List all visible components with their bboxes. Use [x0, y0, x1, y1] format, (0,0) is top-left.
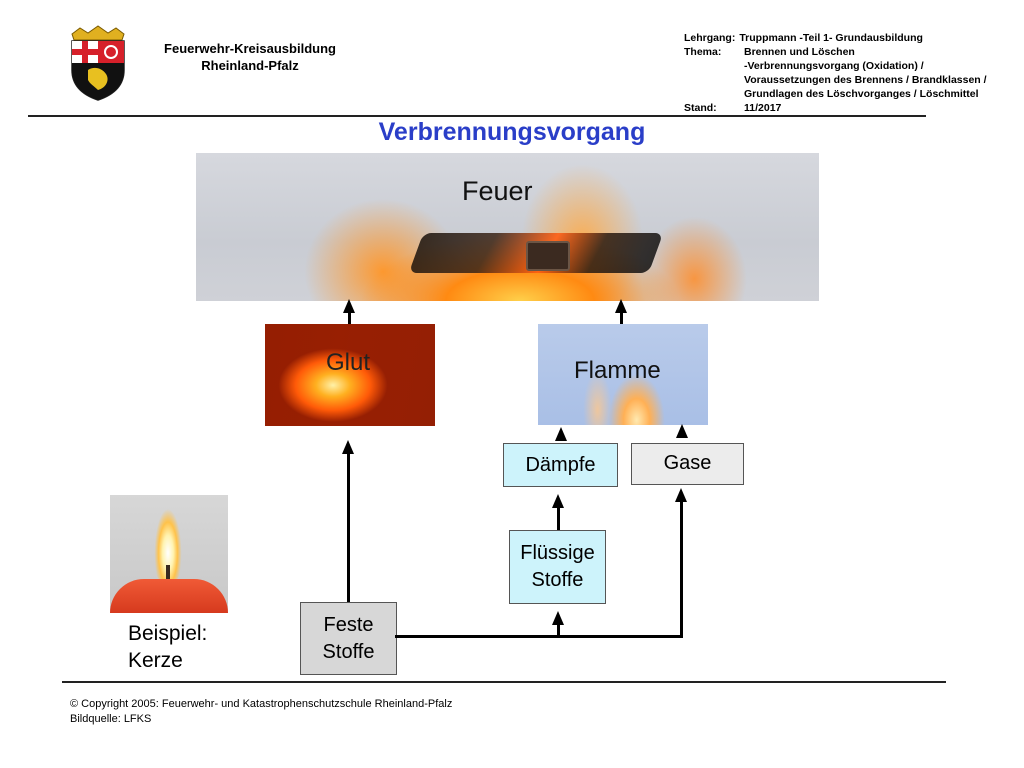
fluessige-line-2: Stoffe: [531, 569, 584, 591]
status-key: Stand:: [684, 102, 717, 114]
flamme-label: Flamme: [574, 357, 661, 384]
topic-key: Thema:: [684, 46, 722, 58]
fluessige-line-1: Flüssige: [520, 542, 595, 564]
gase-label: Gase: [663, 452, 712, 474]
header-divider: [28, 115, 926, 117]
example-label: Beispiel: Kerze: [128, 620, 207, 674]
footer: © Copyright 2005: Feuerwehr- und Katastr…: [70, 697, 452, 727]
topic-line-3: Voraussetzungen des Brennens / Brandklas…: [744, 74, 987, 86]
footer-divider: [62, 681, 946, 683]
log-end: [526, 241, 570, 271]
topic-value: Brennen und Löschen: [744, 46, 855, 58]
org-line-1: Feuerwehr-Kreisausbildung: [164, 41, 336, 56]
arrow-glut-to-feuer-line: [348, 310, 351, 324]
organization-name: Feuerwehr-Kreisausbildung Rheinland-Pfal…: [140, 40, 360, 74]
topic-line-4: Grundlagen des Löschvorganges / Löschmit…: [744, 88, 979, 100]
candle-photo: [110, 495, 228, 613]
feste-line-2: Stoffe: [322, 640, 375, 663]
coat-of-arms-logo: [71, 25, 125, 101]
flamme-photo: [538, 324, 708, 425]
arrow-fluessig-to-daempfe-head: [552, 494, 564, 508]
example-line-1: Beispiel:: [128, 622, 208, 645]
arrow-to-fluessig-head: [552, 611, 564, 625]
fire-photo: [196, 153, 819, 301]
course-value: Truppmann -Teil 1- Grundausbildung: [739, 32, 923, 44]
course-key: Lehrgang:: [684, 32, 736, 44]
feuer-label: Feuer: [462, 176, 533, 206]
org-line-2: Rheinland-Pfalz: [201, 58, 299, 73]
daempfe-box: Dämpfe: [503, 443, 618, 487]
copyright-text: © Copyright 2005: Feuerwehr- und Katastr…: [70, 698, 453, 710]
glut-photo: [265, 324, 435, 426]
connector-feste-horizontal: [395, 635, 683, 638]
arrow-to-gase-head: [675, 488, 687, 502]
course-info: Lehrgang:Truppmann -Teil 1- Grundausbild…: [684, 31, 987, 115]
candle-wick: [166, 565, 170, 581]
arrow-fluessig-to-daempfe-line: [557, 506, 560, 530]
arrow-daempfe-to-flamme-head: [555, 427, 567, 441]
arrow-flamme-to-feuer-head: [615, 299, 627, 313]
arrow-feste-to-glut-head: [342, 440, 354, 454]
status-value: 11/2017: [744, 102, 782, 114]
feste-line-1: Feste: [323, 613, 374, 636]
arrow-gase-to-flamme-head: [676, 424, 688, 438]
slide-title: Verbrennungsvorgang: [378, 118, 646, 146]
image-source-text: Bildquelle: LFKS: [70, 713, 152, 725]
example-line-2: Kerze: [128, 649, 183, 672]
arrow-glut-to-feuer-head: [343, 299, 355, 313]
arrow-to-fluessig-line: [557, 624, 560, 636]
arrow-feste-to-glut-line: [347, 452, 350, 602]
arrow-to-gase-line: [680, 500, 683, 638]
topic-line-2: -Verbrennungsvorgang (Oxidation) /: [744, 60, 924, 72]
arrow-flamme-to-feuer-line: [620, 310, 623, 324]
gase-box: Gase: [631, 443, 744, 485]
daempfe-label: Dämpfe: [525, 453, 596, 476]
glut-label: Glut: [326, 349, 371, 376]
candle-body: [110, 579, 228, 613]
